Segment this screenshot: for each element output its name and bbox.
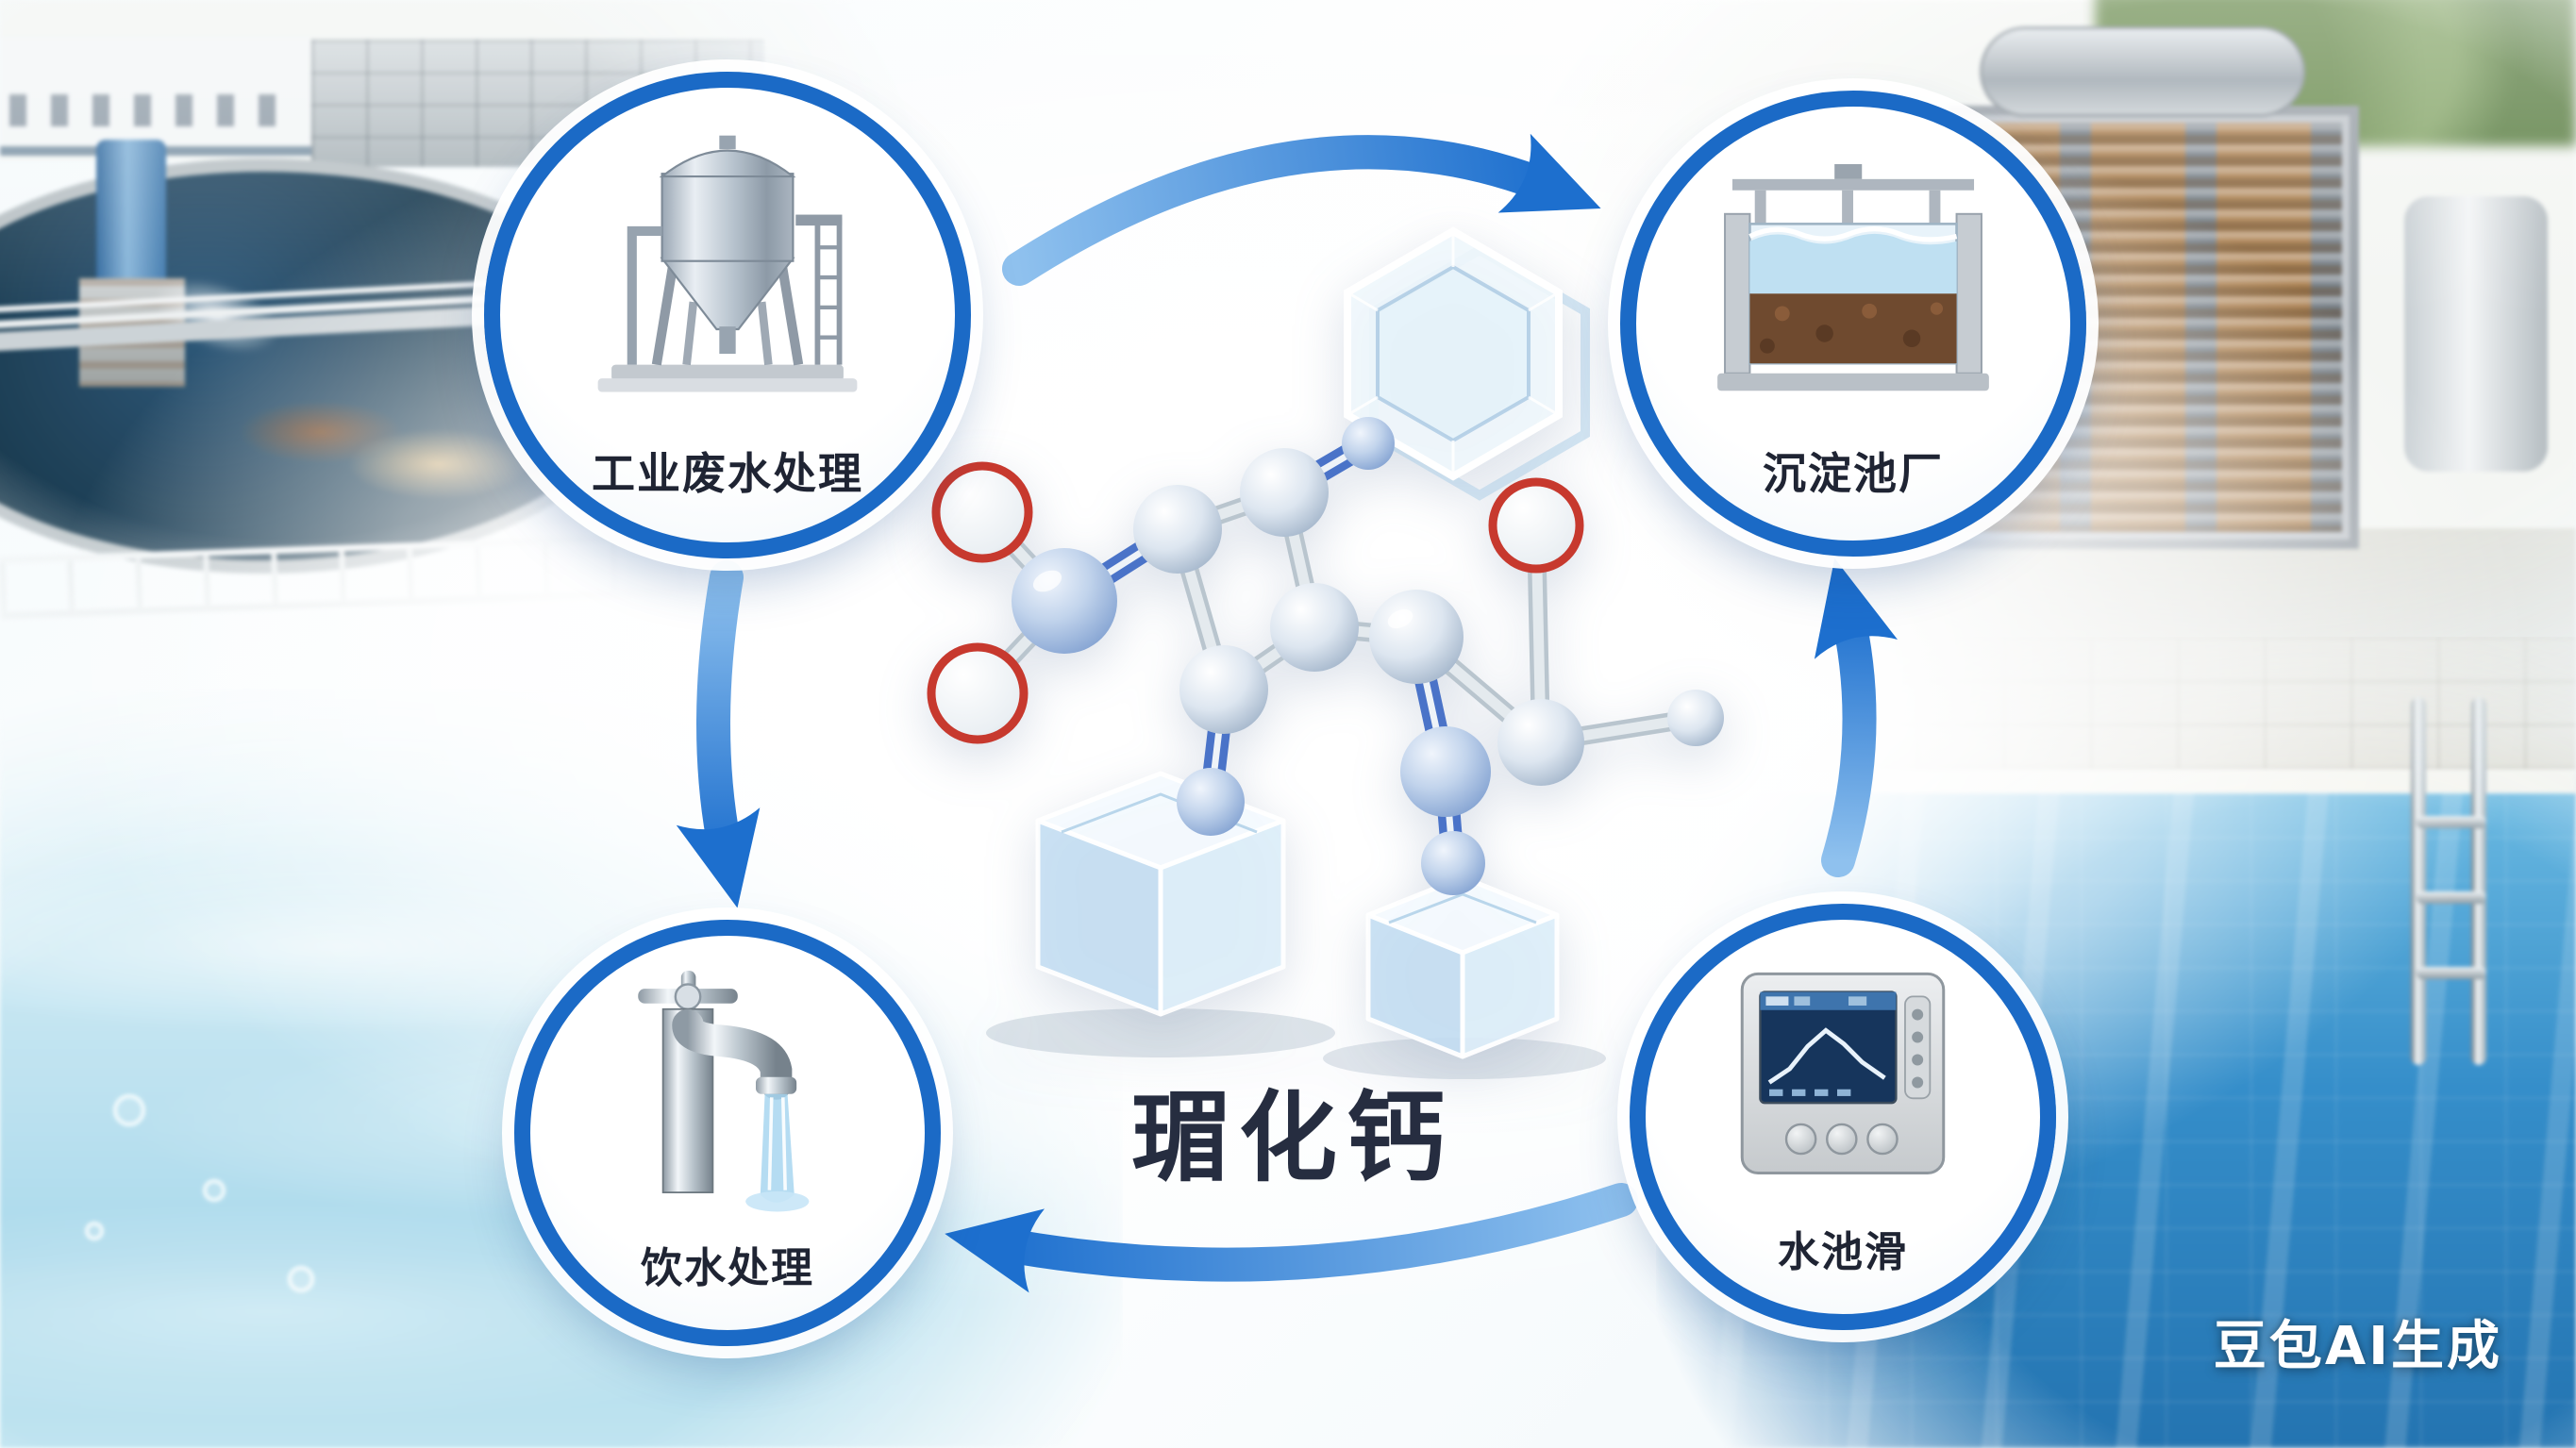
ai-watermark: 豆包AI生成 bbox=[2213, 1316, 2502, 1377]
carbon-atom bbox=[1369, 590, 1464, 684]
node-label: 沉淀池厂 bbox=[1763, 447, 1944, 499]
sphere-highlight bbox=[1032, 570, 1062, 592]
atom-small bbox=[1667, 690, 1724, 746]
sphere-highlight bbox=[1387, 608, 1413, 629]
arrow-industrial-to-drinking bbox=[676, 560, 761, 908]
carbon-atom bbox=[1240, 448, 1329, 537]
carbon-atom bbox=[1179, 645, 1268, 734]
atom-small bbox=[1421, 831, 1485, 895]
oxygen-atom bbox=[927, 642, 1029, 744]
ice-hexagon-prism bbox=[1344, 226, 1590, 501]
molecule-illustration bbox=[927, 226, 1724, 1079]
node-label: 工业废水处理 bbox=[592, 447, 863, 499]
atom-small bbox=[1177, 768, 1245, 836]
carbon-atom bbox=[1497, 699, 1584, 786]
node-drinking-water: 饮水处理 bbox=[514, 920, 941, 1346]
arrow-pool-to-drinking bbox=[945, 1183, 1638, 1293]
ice-cube-shadow bbox=[986, 1008, 1335, 1057]
water-faucet-icon bbox=[597, 959, 858, 1220]
node-industrial-wastewater: 工业废水处理 bbox=[484, 72, 971, 558]
storage-tank-icon bbox=[577, 115, 878, 415]
ice-cube-shadow bbox=[1323, 1038, 1606, 1079]
arrow-industrial-to-sedimentation bbox=[1002, 133, 1601, 286]
node-label: 饮水处理 bbox=[641, 1244, 814, 1293]
ice-cube-right bbox=[1365, 874, 1560, 1059]
pool-controller-icon bbox=[1713, 943, 1973, 1204]
sedimentation-tank-icon bbox=[1710, 133, 1997, 420]
center-title: 瑂化钙 bbox=[1130, 1080, 1454, 1195]
node-pool-monitor: 水池滑 bbox=[1630, 904, 2056, 1330]
node-sedimentation-tank: 沉淀池厂 bbox=[1620, 91, 2086, 557]
carbon-atom bbox=[1270, 583, 1359, 672]
oxygen-atom bbox=[1488, 477, 1584, 574]
ice-cube-left bbox=[1035, 771, 1286, 1017]
nitrogen-atom bbox=[1400, 726, 1491, 817]
arrow-pool-to-sedimentation bbox=[1814, 558, 1898, 877]
atom-small bbox=[1342, 417, 1395, 470]
node-label: 水池滑 bbox=[1778, 1228, 1908, 1277]
nitrogen-atom bbox=[1012, 548, 1117, 654]
molecule-bonds bbox=[968, 432, 1705, 874]
molecule-atoms bbox=[927, 417, 1724, 895]
carbon-atom bbox=[1133, 485, 1222, 574]
oxygen-atom bbox=[931, 461, 1033, 563]
